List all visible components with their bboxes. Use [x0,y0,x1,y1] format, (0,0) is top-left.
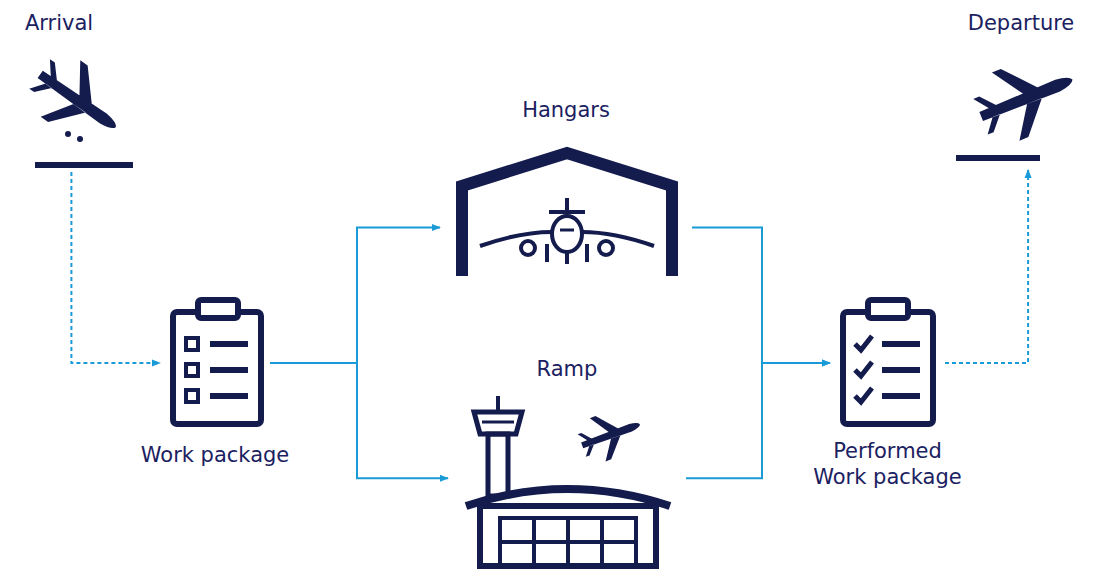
hangar-node: Hangars [440,145,692,278]
door-grid [500,540,636,544]
flow-connector [692,228,830,364]
trail-dot [77,136,83,142]
trail-dot [65,131,71,137]
ramp-plane [574,403,648,467]
check-mark [855,336,872,350]
list-line [210,341,248,347]
check-mark [855,388,872,402]
departure-icon [956,46,1086,158]
list-line [882,341,920,347]
performed-package-node: Performed Work package [830,298,945,428]
work-package-node: Work package [160,298,270,428]
arrival-icon [20,46,136,165]
clipboard-board [173,312,261,424]
list-line [210,367,248,373]
ramp-icon [466,396,670,566]
dashed-connector [71,172,160,363]
tower-cab [474,412,522,434]
ground-line [35,162,133,168]
clipboard-clip [198,300,238,318]
plane-engine [599,241,613,255]
departure-node: Departure [950,52,1092,170]
clipboard-board [843,312,933,424]
list-line [210,393,248,399]
list-line [882,393,920,399]
node-label: Ramp [537,356,598,382]
node-label: Hangars [522,97,610,123]
list-line [882,367,920,373]
tower-shaft [488,434,508,496]
plane-wheel [565,252,569,264]
checkbox [186,364,198,376]
hangar-outline [462,153,672,276]
node-label: Work package [141,442,290,468]
plane-wheel [545,244,549,262]
cockpit-window [560,229,574,232]
node-label: Performed Work package [808,438,968,490]
checked-clipboard-icon [843,300,933,424]
checkbox [186,390,198,402]
plane-wing [582,232,654,246]
terminal-building [480,506,656,566]
node-label: Arrival [25,10,93,36]
checkbox [186,338,198,350]
plane-engine [521,241,535,255]
dashed-connector [945,170,1028,363]
terminal-door [500,518,636,566]
hangar-icon [462,153,672,276]
takeoff-plane [967,46,1087,151]
ramp-node: Ramp [448,392,686,568]
clipboard-clip [868,300,908,318]
ground-line [956,155,1040,161]
node-label: Departure [968,10,1075,36]
plane-wing [480,232,552,246]
plane-wheel [585,244,589,262]
plane-stabilizer [549,210,585,214]
landing-plane [20,46,136,156]
flow-connector [270,228,440,364]
flow-connector [686,363,830,478]
plane-fuselage [552,216,582,252]
check-mark [855,362,872,376]
flow-connector [270,363,448,478]
clipboard-icon [173,300,261,424]
arrival-node: Arrival [8,52,140,172]
tower-window [482,421,514,424]
